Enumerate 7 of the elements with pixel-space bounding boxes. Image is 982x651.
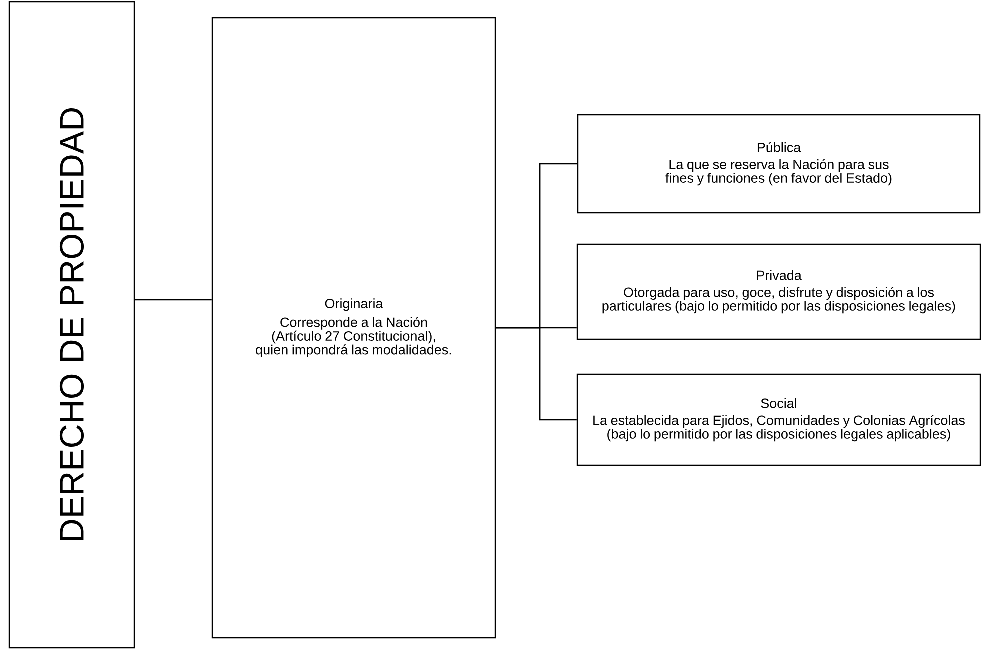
text-box: Originaria Corresponde a la Nación (Artículo 27 Constitucional), quien impondrá las modalidades. bbox=[212, 17, 496, 639]
connector-line bbox=[135, 299, 212, 301]
text-box: Pública La que se reserva la Nación para sus fines y funciones (en favor del Estado) bbox=[577, 114, 981, 214]
text-box: Social La establecida para Ejidos, Comunidades y Colonias Agrícolas (bajo lo permitido por las disposiciones legales aplicables) bbox=[576, 374, 982, 466]
title-box: DERECHO DE PROPIEDAD bbox=[8, 1, 136, 649]
text-box: Privada Otorgada para uso, goce, disfrute y disposición a los particulares (bajo lo permitido por las disposiciones legales) bbox=[576, 244, 982, 340]
connector-line bbox=[496, 327, 577, 421]
